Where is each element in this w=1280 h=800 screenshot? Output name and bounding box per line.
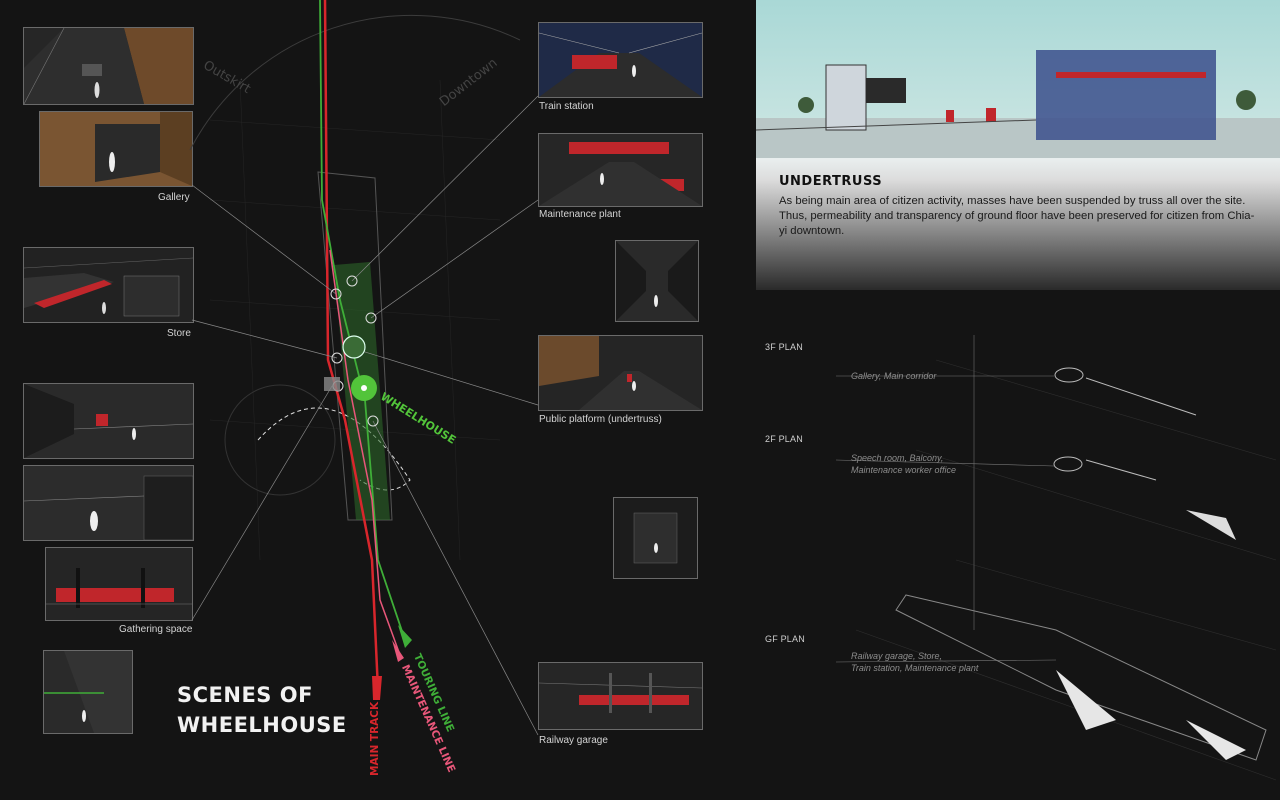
caption-gathering-space: Gathering space xyxy=(119,624,193,635)
plan-gf-note-line-2: Train station, Maintenance plant xyxy=(851,663,979,673)
undertruss-heading: UNDERTRUSS xyxy=(779,174,883,189)
plan-gf-fill-1 xyxy=(1056,670,1116,730)
plan-2f xyxy=(1053,456,1157,481)
wheel-circle xyxy=(224,384,336,496)
scene-thumb-corridor xyxy=(615,240,699,322)
undertruss-render xyxy=(756,0,1280,290)
plan-gf-fill-2 xyxy=(1186,720,1246,760)
plan-leaders xyxy=(835,375,1057,663)
caption-train-station: Train station xyxy=(539,101,594,112)
leader-lines xyxy=(191,95,539,736)
wheelhouse-marker-core xyxy=(361,385,367,391)
plan-3f-label: 3F PLAN xyxy=(765,342,803,352)
scene-thumb-store xyxy=(23,247,194,323)
site-outline xyxy=(317,171,393,521)
plan-gf-label: GF PLAN xyxy=(765,634,805,644)
maintenance-line-path xyxy=(329,249,401,656)
scene-thumb-gathering-2 xyxy=(23,465,194,541)
maintenance-line-arrow xyxy=(392,640,404,662)
scene-thumb-underpass xyxy=(613,497,698,579)
page-title-line-2: WHEELHOUSE xyxy=(177,713,347,737)
scene-thumb-gathering-3 xyxy=(45,547,193,621)
plan-gf-note-line-1: Railway garage, Store, xyxy=(851,651,943,661)
touring-line-arrow xyxy=(398,625,412,648)
scene-thumb-public-platform xyxy=(538,335,703,411)
plan-2f-note-line-2: Maintenance worker office xyxy=(851,465,957,475)
main-track-arrow xyxy=(372,676,382,700)
caption-gallery: Gallery xyxy=(158,192,190,203)
scene-thumb-gallery-1 xyxy=(23,27,194,105)
scene-thumb-gallery-2 xyxy=(39,111,193,187)
plan-2f-note-line-1: Speech room, Balcony, xyxy=(851,453,944,463)
plan-3f-note: Gallery, Main corridor xyxy=(851,370,936,382)
plan-gf-note: Railway garage, Store, Train station, Ma… xyxy=(851,650,978,674)
caption-store: Store xyxy=(167,328,191,339)
plan-context-lines xyxy=(855,359,1277,781)
plan-2f-note: Speech room, Balcony, Maintenance worker… xyxy=(851,452,956,476)
scene-thumb-gathering-1 xyxy=(23,383,194,459)
plan-2f-label: 2F PLAN xyxy=(765,434,803,444)
scene-thumb-maintenance-plant xyxy=(538,133,703,207)
plan-2f-fill xyxy=(1186,510,1236,540)
scene-thumb-railway-garage xyxy=(538,662,703,730)
caption-maintenance-plant: Maintenance plant xyxy=(539,209,621,220)
public-platform-marker xyxy=(342,335,366,359)
scene-thumb-gathering-4 xyxy=(43,650,133,734)
caption-public-platform: Public platform (undertruss) xyxy=(539,414,662,425)
undertruss-description: As being main area of citizen activity, … xyxy=(779,195,1255,237)
gathering-marker xyxy=(324,377,340,391)
exploded-plans xyxy=(835,335,1277,781)
outskirt-arc xyxy=(189,14,521,151)
plan-3f xyxy=(1054,367,1197,416)
plan-gf xyxy=(895,594,1267,761)
plan-3f-note-line-1: Gallery, Main corridor xyxy=(851,371,937,381)
page-title-line-1: SCENES OF xyxy=(177,683,313,707)
page-title: SCENES OF WHEELHOUSE xyxy=(177,680,347,740)
scene-thumb-train-station xyxy=(538,22,703,98)
main-track-line xyxy=(323,0,380,691)
caption-railway-garage: Railway garage xyxy=(539,735,608,746)
label-main-track: MAIN TRACK xyxy=(369,701,381,776)
